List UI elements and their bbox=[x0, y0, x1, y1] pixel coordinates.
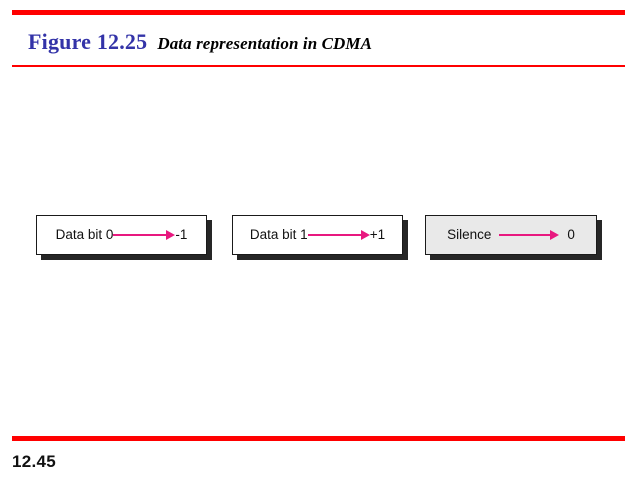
page-title: Figure 12.25 Data representation in CDMA bbox=[28, 29, 372, 55]
mapping-label-silence: Silence bbox=[447, 227, 492, 243]
mapping-label-data-bit-1: Data bit 1 bbox=[249, 227, 308, 243]
mapping-value-data-bit-0: -1 bbox=[175, 227, 188, 243]
mapping-row: Silence 0 bbox=[447, 228, 575, 242]
title-underline-rule bbox=[12, 65, 625, 67]
top-red-rule bbox=[12, 10, 625, 15]
mapping-label-data-bit-0: Data bit 0 bbox=[55, 227, 114, 243]
right-arrow-icon bbox=[307, 230, 370, 240]
mapping-box-data-bit-0: Data bit 0 -1 bbox=[36, 215, 207, 255]
right-arrow-icon bbox=[499, 230, 560, 240]
figure-number: Figure 12.25 bbox=[28, 29, 148, 54]
mapping-value-silence: 0 bbox=[567, 227, 575, 243]
mapping-value-data-bit-1: +1 bbox=[369, 227, 386, 243]
page-number: 12.45 bbox=[12, 452, 57, 471]
mapping-row: Data bit 0 -1 bbox=[56, 228, 188, 242]
bottom-red-rule bbox=[12, 436, 625, 441]
mapping-row: Data bit 1 +1 bbox=[250, 228, 385, 242]
figure-caption: Data representation in CDMA bbox=[157, 34, 373, 53]
right-arrow-icon bbox=[113, 230, 176, 240]
mapping-box-data-bit-1: Data bit 1 +1 bbox=[232, 215, 403, 255]
mapping-box-silence: Silence 0 bbox=[425, 215, 597, 255]
